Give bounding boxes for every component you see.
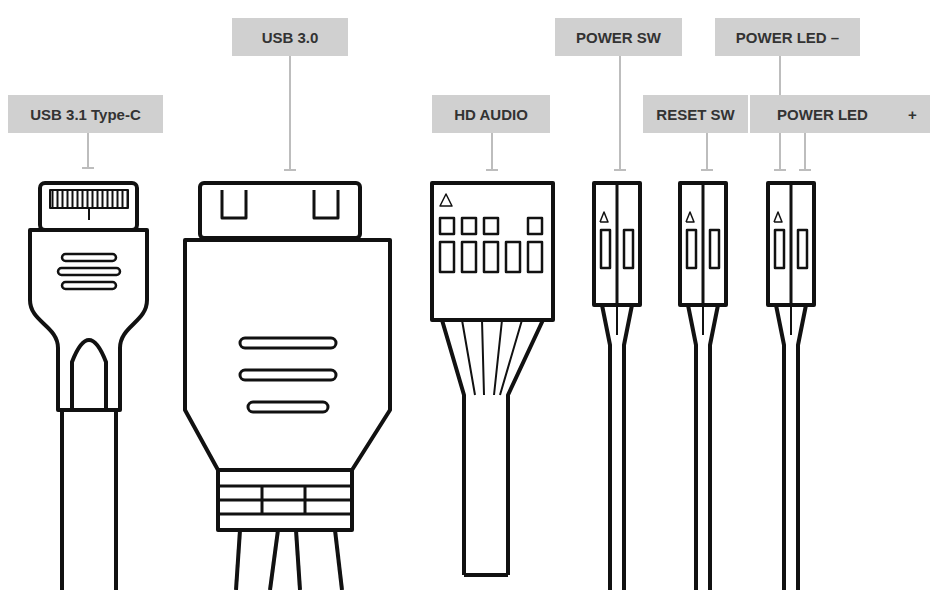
label-box: USB 3.0	[232, 18, 348, 56]
label-box: HD AUDIO	[432, 95, 550, 133]
polarity-mark: +	[908, 106, 917, 123]
usb-c-plug	[30, 183, 147, 590]
leader-lines	[82, 55, 811, 170]
polarity-mark-box: +	[895, 95, 930, 133]
label-box: POWER LED	[750, 95, 895, 133]
hd-audio-plug	[432, 183, 553, 575]
connector-label: POWER LED –	[736, 29, 839, 46]
label-box: POWER LED –	[715, 18, 860, 56]
two-pin-headers	[594, 183, 814, 590]
connector-label: POWER SW	[576, 29, 661, 46]
connector-label: USB 3.1 Type-C	[30, 106, 141, 123]
connector-label: RESET SW	[656, 106, 734, 123]
connector-label: USB 3.0	[262, 29, 319, 46]
label-box: USB 3.1 Type-C	[8, 95, 163, 133]
header-plug	[594, 183, 640, 590]
connector-label: HD AUDIO	[454, 106, 528, 123]
label-box: RESET SW	[643, 95, 748, 133]
label-box: POWER SW	[555, 18, 682, 56]
connector-label: POWER LED	[777, 106, 868, 123]
header-plug	[768, 183, 814, 590]
usb3-header-plug	[185, 183, 390, 590]
header-plug	[680, 183, 726, 590]
